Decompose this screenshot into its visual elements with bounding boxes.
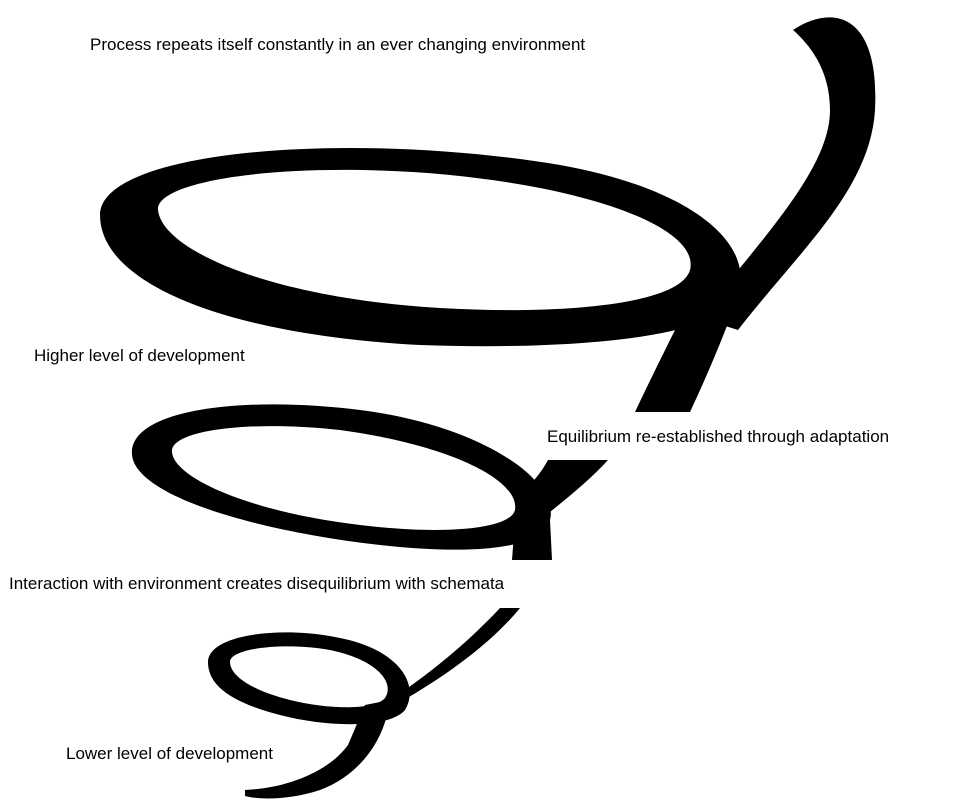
- spiral-lower-connector-2: [395, 608, 520, 705]
- spiral-upper-connector: [635, 300, 735, 412]
- spiral-top-tail: [700, 17, 876, 331]
- spiral-large-loop: [100, 147, 741, 347]
- spiral-lower-connector-1: [512, 520, 552, 560]
- label-lower-level: Lower level of development: [64, 742, 275, 766]
- label-process-repeats: Process repeats itself constantly in an …: [90, 35, 586, 54]
- spiral-small-loop: [208, 632, 410, 725]
- spiral-bottom-tail: [245, 700, 390, 799]
- label-higher-level: Higher level of development: [32, 344, 247, 368]
- label-interaction: Interaction with environment creates dis…: [7, 572, 507, 596]
- label-equilibrium: Equilibrium re-established through adapt…: [545, 425, 892, 449]
- spiral-middle-loop: [131, 404, 551, 550]
